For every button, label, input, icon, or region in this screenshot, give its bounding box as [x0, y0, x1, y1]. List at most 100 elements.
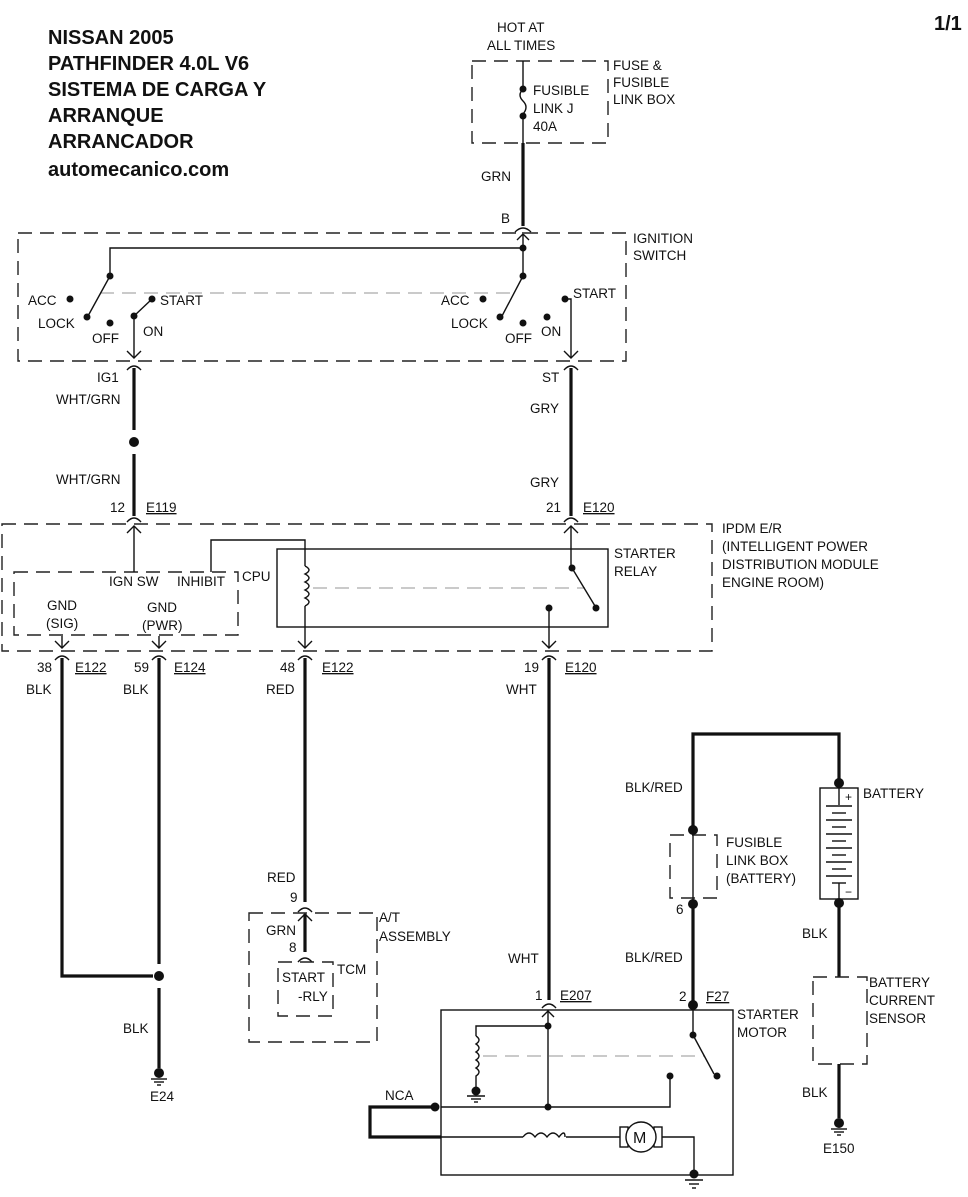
pin-59: 59	[134, 660, 149, 675]
wire-color-wht-grn-1: WHT/GRN	[56, 392, 121, 407]
connector-e124: E124	[174, 660, 206, 675]
ipdm-label-3: DISTRIBUTION MODULE	[722, 557, 879, 572]
fuse-box-label-1: FUSE &	[613, 58, 662, 73]
wire-color-red: RED	[266, 682, 295, 697]
wire-color-wht: WHT	[506, 682, 537, 697]
ignition-switch: IGNITION SWITCH ACC LOCK OFF START ON	[17, 231, 693, 362]
gnd-sig-1: GND	[47, 598, 77, 613]
hot-at-label-1: HOT AT	[497, 20, 545, 35]
ignition-switch-outline	[17, 232, 627, 362]
title-line-4: ARRANQUE	[48, 105, 164, 127]
pos-lock-right: LOCK	[451, 316, 488, 331]
connector-f27: F27	[706, 989, 729, 1004]
wire-color-wht-2: WHT	[508, 951, 539, 966]
pin-1: 1	[535, 988, 543, 1003]
pin-2: 2	[679, 989, 687, 1004]
sensor-label-1: BATTERY	[869, 975, 930, 990]
connector-e207: E207	[560, 988, 592, 1003]
connector-e120-b: E120	[565, 660, 597, 675]
wire-color-blk-battery: BLK	[802, 926, 828, 941]
motor-symbol: M	[633, 1130, 646, 1147]
starter-relay-label-2: RELAY	[614, 564, 657, 579]
fusible-box-label-2: LINK BOX	[726, 853, 788, 868]
wire-color-blk-38: BLK	[26, 682, 52, 697]
connector-b	[514, 227, 532, 233]
connector-e122-b: E122	[322, 660, 354, 675]
sensor-label-2: CURRENT	[869, 993, 935, 1008]
tcm-outline	[277, 961, 334, 1017]
ipdm-label-2: (INTELLIGENT POWER	[722, 539, 868, 554]
relay-contact-blade	[571, 567, 596, 607]
ipdm-label-4: ENGINE ROOM)	[722, 575, 824, 590]
terminal-st: ST	[542, 370, 559, 385]
relay-coil-icon	[303, 565, 310, 607]
pin-48: 48	[280, 660, 295, 675]
splice-dot-ground	[154, 971, 164, 981]
title-line-6: automecanico.com	[48, 159, 229, 181]
gnd-pwr-1: GND	[147, 600, 177, 615]
hot-at-label-2: ALL TIMES	[487, 38, 555, 53]
power-source: HOT AT ALL TIMES FUSIBLE LINK J 40A FUSE…	[471, 20, 675, 233]
at-label-2: ASSEMBLY	[379, 929, 451, 944]
wire-color-blk-red-1: BLK/RED	[625, 780, 683, 795]
title-line-1: NISSAN 2005	[48, 27, 174, 49]
pin-19: 19	[524, 660, 539, 675]
solenoid-coil-icon	[474, 1035, 480, 1089]
wire-ig1: IG1 WHT/GRN WHT/GRN 12 E119	[56, 365, 177, 523]
pos-start-left: START	[160, 293, 203, 308]
fusible-box-label-1: FUSIBLE	[726, 835, 782, 850]
starter-relay-label-1: STARTER	[614, 546, 676, 561]
pin-21: 21	[546, 500, 561, 515]
wire-color-blk-red-2: BLK/RED	[625, 950, 683, 965]
ipdm-outputs: 38 E122 BLK 59 E124 BLK 48 E122 RED 19 E…	[26, 655, 597, 697]
pos-lock-left: LOCK	[38, 316, 75, 331]
starter-motor: STARTER MOTOR NCA	[368, 1000, 799, 1189]
connector-e120: E120	[583, 500, 615, 515]
pin-38: 38	[37, 660, 52, 675]
pos-on-right: ON	[541, 324, 561, 339]
at-assembly-outline	[248, 912, 378, 1043]
starter-motor-label-1: STARTER	[737, 1007, 799, 1022]
cpu-outline	[13, 571, 239, 636]
cpu-inhibit: INHIBIT	[177, 574, 225, 589]
field-coil-icon	[522, 1132, 566, 1139]
cpu-label: CPU	[242, 569, 271, 584]
motor-icon: M	[619, 1121, 663, 1153]
ground-icon-solenoid	[467, 1095, 485, 1103]
pos-on-left: ON	[143, 324, 163, 339]
fuse-label-1: FUSIBLE	[533, 83, 589, 98]
diagram-title: NISSAN 2005 PATHFINDER 4.0L V6 SISTEMA D…	[48, 27, 267, 181]
wire-color-blk-ground: BLK	[123, 1021, 149, 1036]
title-line-2: PATHFINDER 4.0L V6	[48, 53, 249, 75]
starter-motor-label-2: MOTOR	[737, 1025, 787, 1040]
starter-relay-box	[276, 548, 609, 628]
tcm-label: TCM	[337, 962, 366, 977]
splice-dot	[129, 437, 139, 447]
pos-off-left: OFF	[92, 331, 119, 346]
fuse-box-label-3: LINK BOX	[613, 92, 675, 107]
wire-color-gry-1: GRY	[530, 401, 559, 416]
pin-12: 12	[110, 500, 125, 515]
battery-plus: +	[845, 790, 852, 804]
starter-motor-box	[440, 1009, 734, 1176]
fuse-box-outline	[471, 60, 609, 144]
ignition-label-1: IGNITION	[633, 231, 693, 246]
fusible-box-label-3: (BATTERY)	[726, 871, 796, 886]
pin-9: 9	[290, 890, 298, 905]
wire-wht: WHT 1 E207	[508, 658, 592, 1009]
title-line-5: ARRANCADOR	[48, 131, 194, 153]
battery-current-sensor-outline	[812, 976, 868, 1065]
at-assembly: RED 9 A/T ASSEMBLY GRN 8 TCM START -RLY	[248, 658, 451, 1043]
switch-blade-left	[87, 275, 111, 317]
nca-label: NCA	[385, 1088, 414, 1103]
ground-e150: E150	[823, 1141, 855, 1156]
pos-start-right: START	[573, 286, 616, 301]
pin-6: 6	[676, 902, 684, 917]
ipdm-outline	[1, 523, 713, 652]
gnd-sig-2: (SIG)	[46, 616, 78, 631]
page-number: 1/1	[934, 13, 962, 35]
title-line-3: SISTEMA DE CARGA Y	[48, 79, 267, 101]
pos-acc-right: ACC	[441, 293, 470, 308]
pos-off-right: OFF	[505, 331, 532, 346]
